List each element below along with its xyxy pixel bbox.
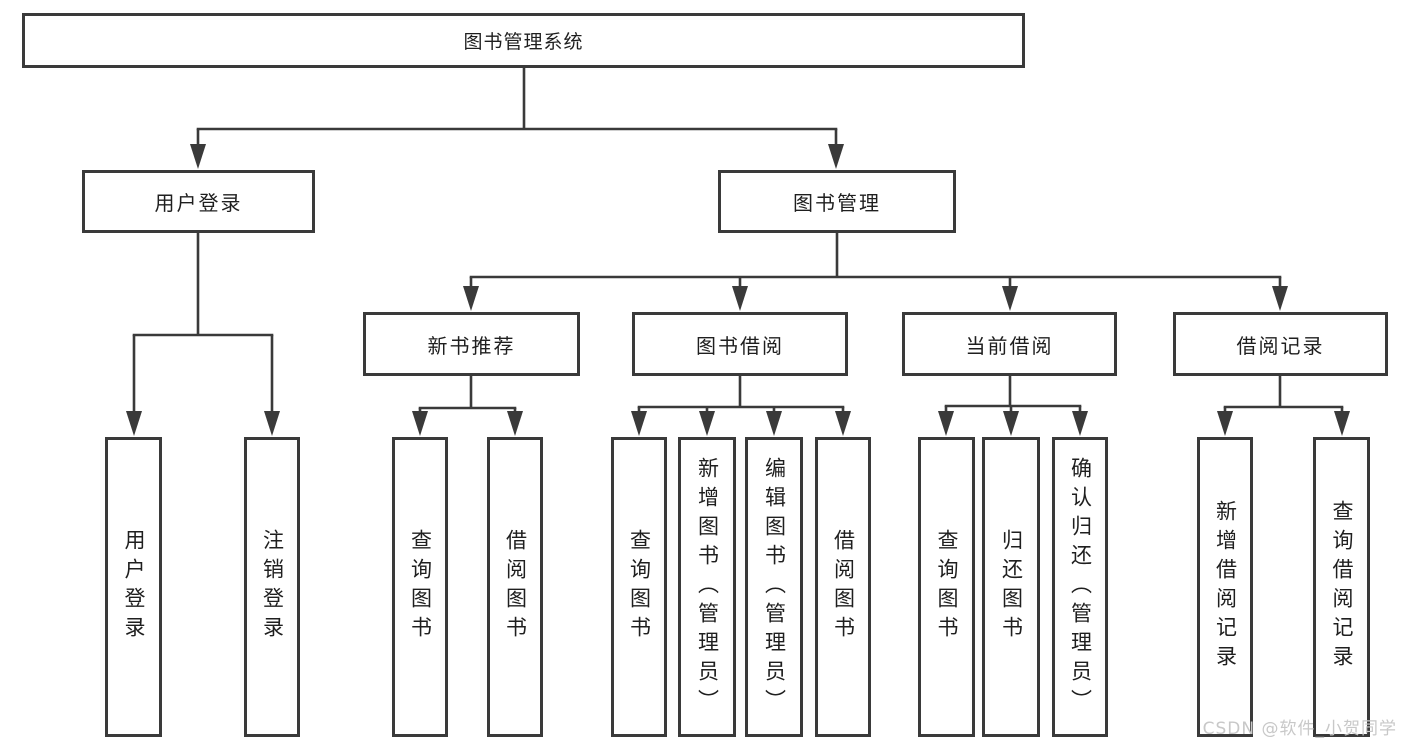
arrowhead-icon [938, 411, 954, 436]
leaf-label: 注销登录 [260, 529, 285, 645]
arrowhead-icon [835, 411, 851, 436]
arrowhead-icon [1072, 411, 1088, 436]
leaf-label: 新增借阅记录 [1213, 500, 1238, 674]
arrowhead-icon [828, 144, 844, 169]
leaf-label: 借阅图书 [503, 529, 528, 645]
leaf-label: 查询图书 [408, 529, 433, 645]
arrowhead-icon [507, 411, 523, 436]
leaf-label: 查询借阅记录 [1330, 500, 1354, 674]
leaf-user-login: 用户登录 [105, 437, 162, 737]
arrowhead-icon [412, 411, 428, 436]
leaf-label: 确认归还（管理员） [1068, 456, 1093, 718]
leaf-label: 借阅图书 [831, 529, 856, 645]
node-library-management-system: 图书管理系统 [22, 13, 1025, 68]
node-label: 图书管理 [793, 191, 881, 215]
arrowhead-icon [126, 411, 142, 436]
node-new-book-recommendation: 新书推荐 [363, 312, 580, 376]
leaf-label: 查询图书 [935, 529, 959, 645]
arrowhead-icon [1272, 286, 1288, 311]
leaf-edit-book-admin: 编辑图书（管理员） [745, 437, 803, 737]
node-current-borrowing: 当前借阅 [902, 312, 1117, 376]
node-label: 借阅记录 [1236, 333, 1325, 358]
node-label: 当前借阅 [965, 333, 1054, 358]
arrowhead-icon [766, 411, 782, 436]
arrowhead-icon [699, 411, 715, 436]
arrowhead-icon [1003, 411, 1019, 436]
arrowhead-icon [190, 144, 206, 169]
arrowhead-icon [463, 286, 479, 311]
leaf-label: 归还图书 [999, 529, 1024, 645]
leaf-label: 新增图书（管理员） [695, 456, 720, 718]
leaf-confirm-return-admin: 确认归还（管理员） [1052, 437, 1108, 737]
node-borrowing-records: 借阅记录 [1173, 312, 1388, 376]
leaf-query-borrow-record: 查询借阅记录 [1313, 437, 1370, 737]
leaf-recommend-query-books: 查询图书 [392, 437, 448, 737]
node-user-login: 用户登录 [82, 170, 315, 233]
arrowhead-icon [1217, 411, 1233, 436]
leaf-label: 查询图书 [627, 529, 652, 645]
leaf-recommend-borrow-books: 借阅图书 [487, 437, 543, 737]
leaf-current-query-books: 查询图书 [918, 437, 975, 737]
node-book-borrowing: 图书借阅 [632, 312, 848, 376]
leaf-add-borrow-record: 新增借阅记录 [1197, 437, 1253, 737]
arrowhead-icon [264, 411, 280, 436]
leaf-add-book-admin: 新增图书（管理员） [678, 437, 736, 737]
leaf-borrowing-query-books: 查询图书 [611, 437, 667, 737]
leaf-label: 用户登录 [122, 529, 146, 645]
node-label: 用户登录 [154, 191, 243, 215]
node-label: 图书管理系统 [463, 31, 584, 53]
arrowhead-icon [1002, 286, 1018, 311]
leaf-label: 编辑图书（管理员） [762, 456, 787, 718]
leaf-borrowing-borrow-books: 借阅图书 [815, 437, 871, 737]
arrowhead-icon [732, 286, 748, 311]
arrowhead-icon [1334, 411, 1350, 436]
node-label: 图书借阅 [696, 333, 784, 358]
leaf-logout: 注销登录 [244, 437, 300, 737]
leaf-return-books: 归还图书 [982, 437, 1040, 737]
arrowhead-icon [631, 411, 647, 436]
node-book-management: 图书管理 [718, 170, 956, 233]
node-label: 新书推荐 [427, 333, 516, 358]
